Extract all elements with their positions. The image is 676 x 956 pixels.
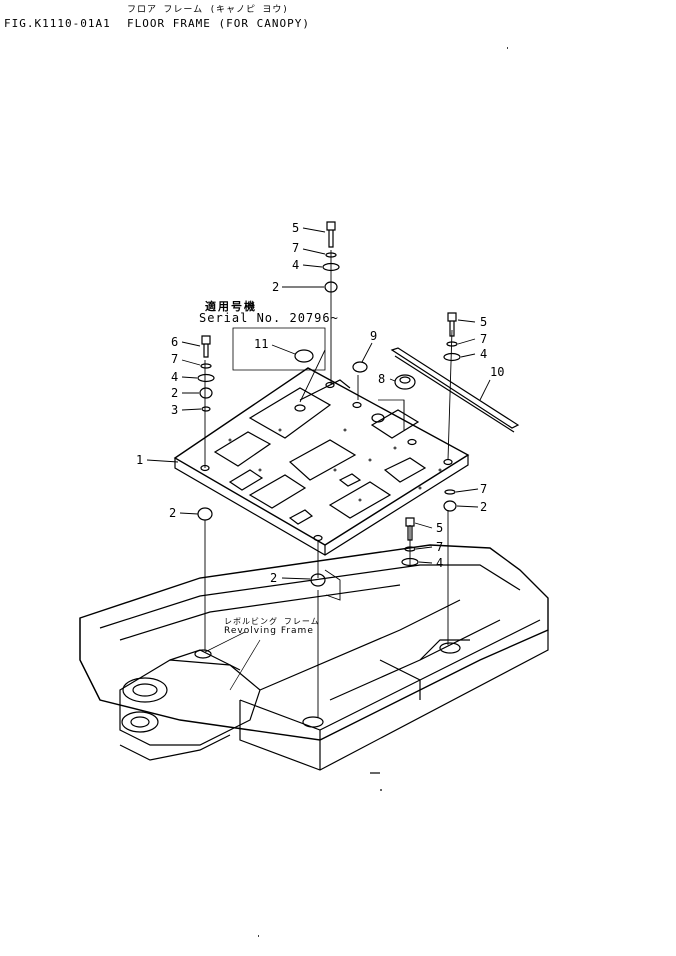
weather-strip — [390, 347, 520, 433]
callout-4-right: 4 — [480, 347, 487, 361]
serial-number-label: Serial No. 20796~ — [199, 311, 339, 325]
scan-marks — [258, 47, 508, 937]
fastener-center — [310, 517, 419, 601]
callout-7-left: 7 — [171, 352, 178, 366]
callout-4-center: 4 — [436, 556, 443, 570]
callout-10: 10 — [490, 365, 504, 379]
figure-number: FIG.K1110-01A1 — [4, 17, 111, 30]
figure-title: FLOOR FRAME (FOR CANOPY) — [127, 17, 310, 30]
callout-8: 8 — [378, 372, 385, 386]
callout-9: 9 — [370, 329, 377, 343]
callout-2-left: 2 — [171, 386, 178, 400]
callout-7-top: 7 — [292, 241, 299, 255]
figure-title-japanese: フロア フレーム (キャノピ ヨウ) — [127, 5, 289, 15]
callout-6: 6 — [171, 335, 178, 349]
floor-frame-plate — [173, 367, 470, 556]
callout-leaders — [146, 227, 491, 691]
callout-numbers: 5 7 4 2 6 7 4 2 3 1 2 11 9 8 5 7 4 10 7 … — [136, 221, 504, 585]
callout-2-lower-left: 2 — [169, 506, 176, 520]
callout-4-top: 4 — [292, 258, 299, 272]
assembly-lines — [204, 250, 453, 718]
revolving-frame-label-japanese: レボルビング フレーム — [224, 617, 320, 626]
callout-4-left: 4 — [171, 370, 178, 384]
callout-7-center: 7 — [436, 540, 443, 554]
callout-7-right-lower: 7 — [480, 482, 487, 496]
callout-1: 1 — [136, 453, 143, 467]
fastener-right — [443, 312, 461, 512]
callout-2-right: 2 — [480, 500, 487, 514]
callout-7-right: 7 — [480, 332, 487, 346]
revolving-frame-label: Revolving Frame — [224, 626, 314, 636]
callout-11: 11 — [254, 337, 268, 351]
callout-2-top: 2 — [272, 280, 279, 294]
fastener-left — [197, 335, 215, 521]
callout-3: 3 — [171, 403, 178, 417]
revolving-frame — [79, 544, 549, 791]
rubber-mounts — [294, 349, 416, 390]
callout-2-center: 2 — [270, 571, 277, 585]
callout-5-top: 5 — [292, 221, 299, 235]
callout-5-center: 5 — [436, 521, 443, 535]
callout-5-right: 5 — [480, 315, 487, 329]
fastener-top — [322, 221, 340, 293]
serial-label-japanese: 適用号機 — [205, 300, 257, 313]
